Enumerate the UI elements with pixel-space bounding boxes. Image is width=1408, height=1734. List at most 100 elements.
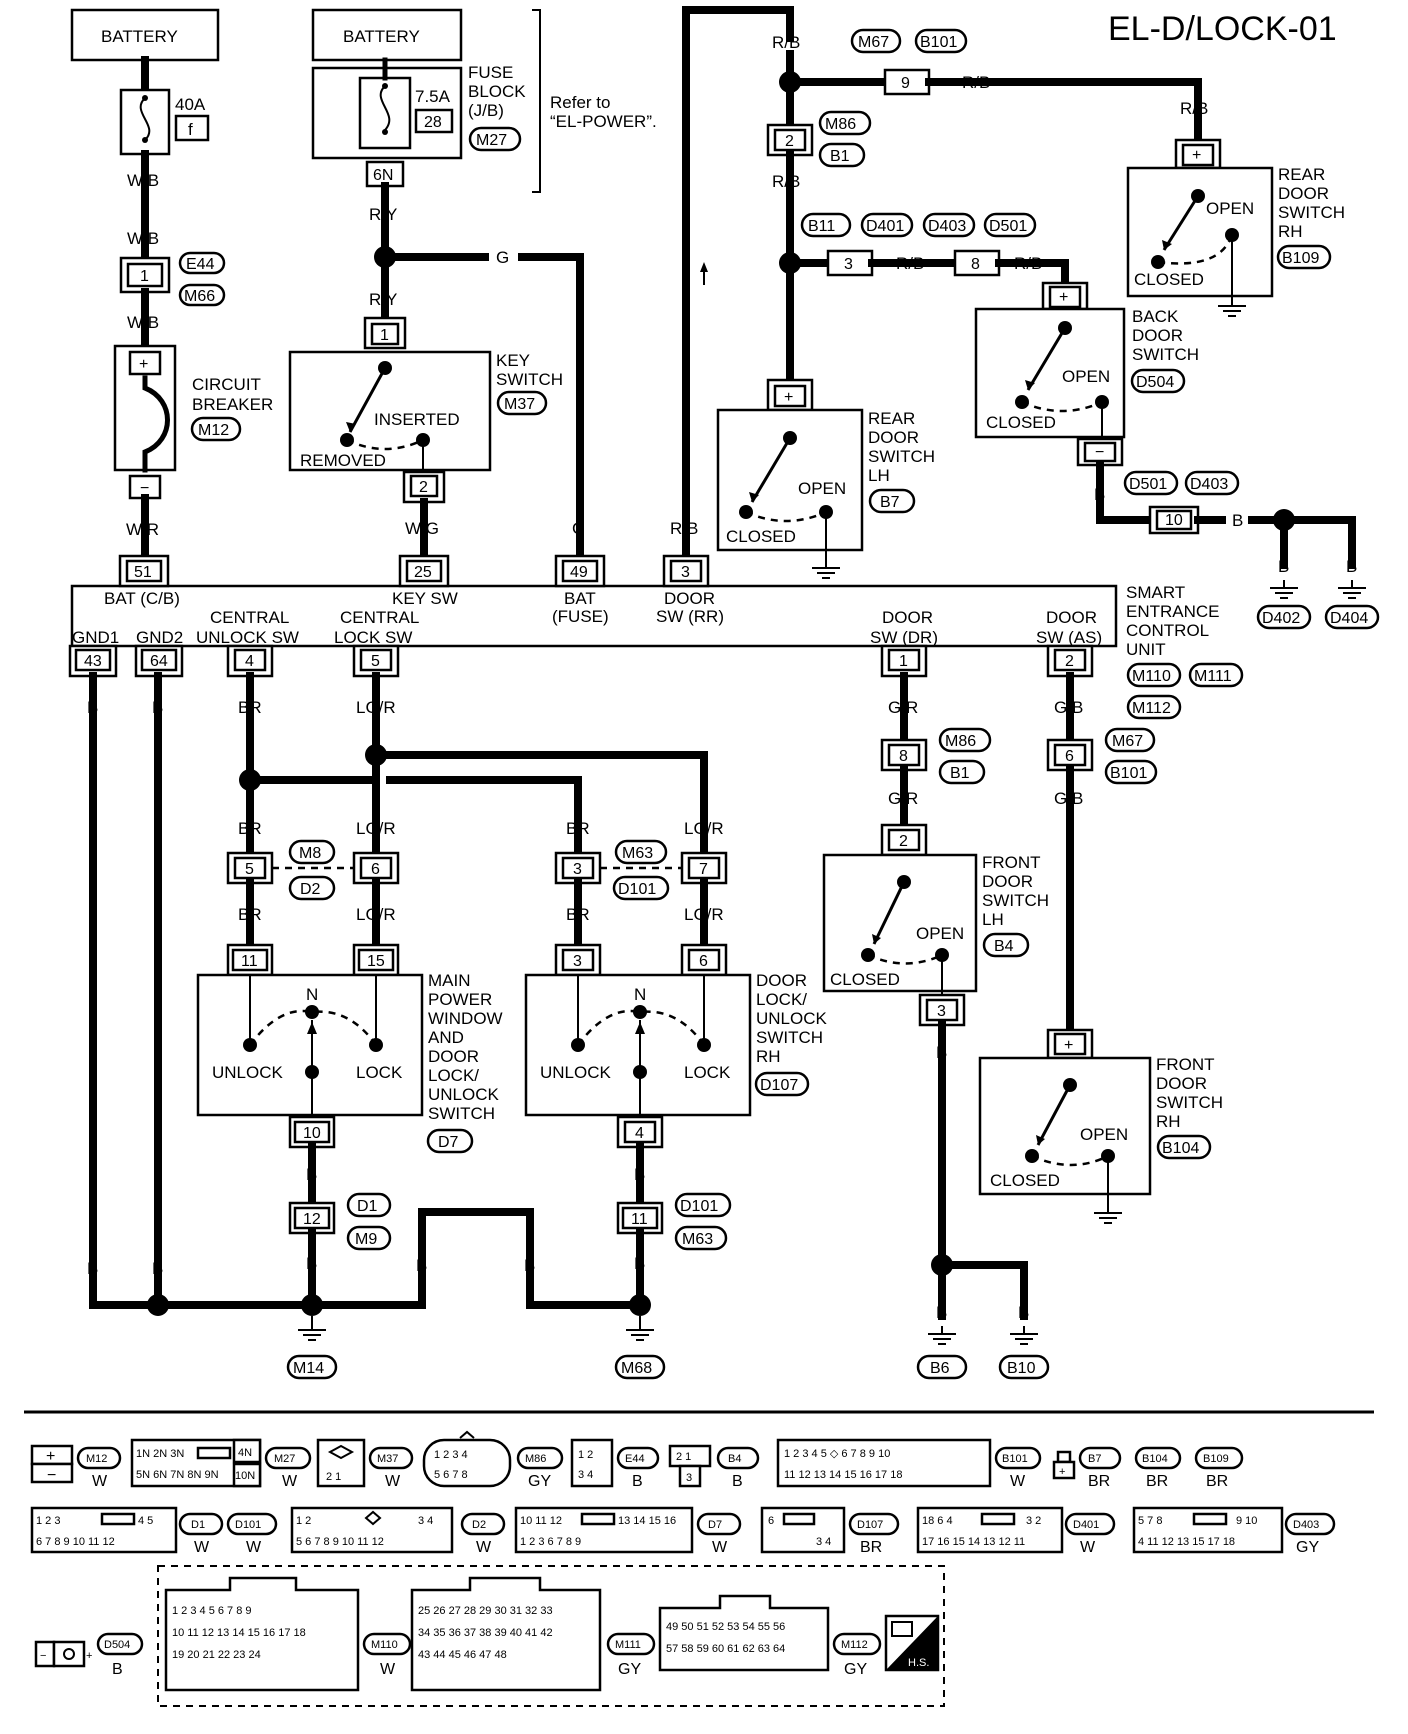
ecu-pin-3-label-2: SW (RR) [656,607,724,626]
legend-d504-color: B [112,1661,123,1678]
svg-text:11 12 13 14 15 16 17 18: 11 12 13 14 15 16 17 18 [784,1469,902,1481]
conn3-id-1: B11 [808,218,835,235]
rear-lh-label-4: LH [868,466,890,485]
dls-n: N [634,985,646,1004]
ecu-dr-label-1: DOOR [882,608,933,627]
back-pin-bot: − [1095,444,1104,461]
rear-lh-label-1: REAR [868,409,915,428]
rear-rh-label-4: RH [1278,222,1303,241]
legend-b104-color: BR [1146,1473,1168,1490]
rear-door-switch-rh: + OPEN CLOSED REAR DOOR SWITCH RH B109 [1126,138,1345,317]
svg-text:17 16 15 14 13 12 11: 17 16 15 14 13 12 11 [922,1536,1025,1548]
front-rh-open: OPEN [1080,1125,1128,1144]
legend-m111: M111 [615,1639,641,1651]
connector-d403-d501: 8 D403 D501 [922,212,1037,277]
svg-text:1 2 3 4 5 6 7 8 9: 1 2 3 4 5 6 7 8 9 [172,1605,252,1617]
ecu-unlock-label-2: UNLOCK SW [196,628,299,647]
wire-b-d404: B [1346,557,1357,576]
ground-m14: M14 [293,1360,324,1377]
ecu-as-label-1: DOOR [1046,608,1097,627]
wire-wg: W/G [405,519,439,538]
wire-b-gnd1: B [87,698,98,717]
wire-b-gnd1-low: B [87,1259,98,1278]
back-label-2: DOOR [1132,326,1183,345]
front-lh-label-1: FRONT [982,853,1041,872]
svg-text:3 4: 3 4 [418,1515,433,1527]
wire-b-dls: B [634,1165,645,1184]
key-removed: REMOVED [300,451,386,470]
svg-text:1 2 3 6 7 8 9: 1 2 3 6 7 8 9 [520,1536,581,1548]
wire-wb-2: W/B [127,229,159,248]
ecu-pin-49-label-1: BAT [564,589,596,608]
ecu-pin-5: 5 [371,653,380,670]
svg-text:4N: 4N [238,1447,252,1459]
svg-text:10 11 12 13 14 15 16 17 18: 10 11 12 13 14 15 16 17 18 [172,1627,306,1639]
key-switch-connector: M37 [504,396,535,413]
wire-rb-9: R/B [962,73,990,92]
wire-b-b6: B [936,1303,947,1322]
ecu-connector-1: M110 [1132,668,1171,685]
dls-lock: LOCK [684,1063,731,1082]
wire-b-d1: B [306,1254,317,1273]
conn8-id-1: D403 [928,218,966,235]
rear-rh-label-2: DOOR [1278,184,1329,203]
conn6-id-2: B101 [1110,765,1147,782]
conn9-id-2: B101 [920,34,957,51]
mpw-n: N [306,985,318,1004]
ecu-connector-2: M111 [1194,668,1232,685]
front-lh-connector: B4 [994,938,1014,955]
mpw-lock: LOCK [356,1063,403,1082]
ecu-pin-25: 25 [414,564,432,581]
legend-m37: M37 [377,1453,398,1465]
svg-text:3 2: 3 2 [1026,1515,1041,1527]
ecu-dr-label-2: SW (DR) [870,628,938,647]
wire-g-1: G [496,248,509,267]
key-switch: 1 INSERTED REMOVED 2 KEY SWITCH M37 [288,316,563,504]
wire-g-2: G [572,519,585,538]
wire-br-4: BR [238,905,262,924]
dls-label-4: SWITCH [756,1028,823,1047]
door-lock-switch-rh: 3 6 N UNLOCK LOCK 4 DOOR LOCK/ UNLOCK SW… [524,943,828,1149]
front-rh-label-4: RH [1156,1112,1181,1131]
battery-right-label: BATTERY [343,27,420,46]
hs-label: H.S. [908,1657,929,1669]
legend-b101: B101 [1002,1453,1028,1465]
svg-text:1 2: 1 2 [578,1449,593,1461]
ecu-as-label-2: SW (AS) [1036,628,1102,647]
back-door-switch: + OPEN CLOSED − BACK DOOR SWITCH D504 [974,281,1199,467]
connector-m67-b101-top: 9 M67 B101 [850,28,968,96]
back-pin-top: + [1059,289,1068,306]
legend-m37-color: W [385,1473,401,1490]
d1-id: D1 [357,1198,378,1215]
back-label-3: SWITCH [1132,345,1199,364]
ecu-pin-4: 4 [245,653,254,670]
svg-text:2 1: 2 1 [326,1471,341,1483]
wire-lgr-2: LG/R [356,819,396,838]
connector-d101-m63: 11 D101 M63 [616,1192,732,1251]
mpw-pin-11: 11 [241,953,258,970]
mpw-label-1: MAIN [428,971,471,990]
mpw-label-8: SWITCH [428,1104,495,1123]
wire-lgr-4: LG/R [356,905,396,924]
wire-b-front-lh: B [936,1043,947,1062]
d1-pin-12: 12 [303,1211,321,1228]
wire-lgr-3: LG/R [684,819,724,838]
wire-b-gnd2-low: B [152,1259,163,1278]
connector-e44-id: E44 [186,256,215,273]
legend-d403: D403 [1293,1519,1319,1531]
rear-lh-connector: B7 [880,494,900,511]
legend-m110-color: W [380,1661,396,1678]
back-label-1: BACK [1132,307,1179,326]
ecu-label-1: SMART [1126,583,1185,602]
cb-label-2: BREAKER [192,395,273,414]
mpw-label-2: POWER [428,990,492,1009]
legend-d1: D1 [191,1519,205,1531]
wire-b-gnd2: B [152,698,163,717]
wire-rb-2: R/B [772,172,800,191]
legend-b4: B4 [728,1453,741,1465]
connector-e44: 1 E44 M66 [119,251,226,307]
front-rh-label-1: FRONT [1156,1055,1215,1074]
legend-m12: M12 [86,1453,107,1465]
wire-ry-1: R/Y [369,205,397,224]
legend-d107-color: BR [860,1539,882,1556]
